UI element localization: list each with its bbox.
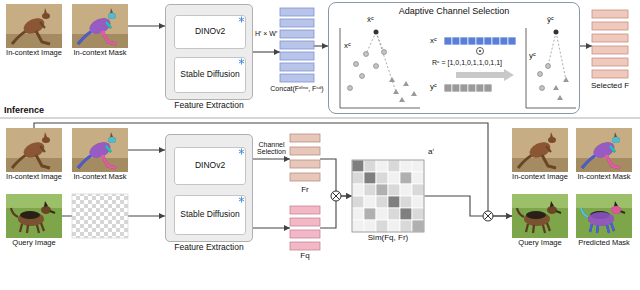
model-box: DINOv2 (174, 147, 246, 185)
feature-stack: Fq (290, 206, 320, 250)
extractor-fills (165, 4, 253, 242)
block-heading: Feature Extraction (126, 101, 292, 111)
module-title: Adaptive Channel Selection (329, 3, 579, 16)
model-name: Stable Diffusion (180, 210, 239, 220)
frozen-icon (239, 58, 244, 64)
math-label: yᶜ (529, 52, 536, 61)
image-caption: In-context Mask (32, 173, 168, 182)
model-box: Stable Diffusion (174, 57, 246, 93)
flow-arrow (314, 45, 328, 46)
flow-arrow (128, 149, 165, 150)
model-name: DINOv2 (195, 161, 225, 171)
feature-stack: Selected F (592, 10, 628, 80)
image-caption: Query Image (0, 239, 102, 248)
photo-tiles (6, 4, 632, 238)
feature-caption: Concat(Fᵈⁱⁿᵒ, Fˢᵈ) (240, 85, 354, 93)
dog-photo (512, 194, 568, 238)
dog-mask (576, 194, 632, 238)
block-heading: Feature Extraction (126, 243, 292, 253)
math-label: x̄ᶜ (367, 16, 374, 25)
image-tile: In-context Image (512, 128, 568, 172)
section-divider (0, 118, 640, 119)
feature-extractor-box: Feature ExtractionDINOv2Stable Diffusion (165, 134, 253, 242)
image-tile: In-context Mask (576, 128, 632, 172)
image-caption: In-context Mask (536, 173, 640, 182)
math-label: xᶜ (430, 37, 437, 46)
dog-photo (6, 194, 62, 238)
feature-stack: Concat(Fᵈⁱⁿᵒ, Fˢᵈ) (280, 8, 314, 84)
image-tile: Query Image (6, 194, 62, 238)
flow-arrow (253, 227, 290, 228)
flow-arrow (580, 45, 592, 46)
feature-stack: Fr (290, 134, 320, 184)
image-tile: In-context Mask (72, 128, 128, 172)
kangaroo-photo (512, 128, 568, 172)
image-tile: In-context Image (6, 4, 62, 48)
math-label: ȳᶜ (547, 16, 554, 25)
flow-arrow (424, 196, 512, 216)
model-name: DINOv2 (195, 27, 225, 37)
kangaroo-photo (6, 128, 62, 172)
model-box: DINOv2 (174, 15, 246, 49)
math-label: H′ × W′ (255, 30, 277, 38)
similarity-matrix: Sim(Fq, Fr) (352, 160, 424, 232)
section-label: Inference (4, 106, 44, 116)
image-tile: In-context Image (6, 128, 62, 172)
flow-arrow (128, 25, 165, 26)
frozen-icon (239, 148, 244, 154)
math-label: yᶜ (430, 83, 437, 92)
channel-selection-figure (340, 28, 576, 108)
image-caption: In-context Mask (32, 49, 168, 58)
image-tile: Query Image (512, 194, 568, 238)
feature-caption: Sim(Fq, Fr) (312, 233, 464, 242)
kangaroo-mask (72, 4, 128, 48)
model-name: Stable Diffusion (180, 70, 239, 80)
image-tile: Predicted Mask (576, 194, 632, 238)
model-box: Stable Diffusion (174, 195, 246, 235)
feature-bars (280, 8, 628, 250)
math-label: aⁱ (428, 148, 434, 157)
math-label: Rᶜ = [1,0,1,0,1,1,0,1,1] (432, 59, 502, 67)
similarity-grid (352, 160, 424, 232)
image-tile: In-context Mask (72, 4, 128, 48)
feature-caption: Fr (250, 185, 360, 194)
image-caption: Predicted Mask (536, 239, 640, 248)
kangaroo-photo (6, 4, 62, 48)
module-box: Adaptive Channel Selection (328, 2, 580, 114)
kangaroo-mask (72, 128, 128, 172)
flow-arrow (253, 51, 280, 52)
kangaroo-mask (576, 128, 632, 172)
empty-mask (72, 194, 128, 238)
feature-caption: Fq (250, 251, 360, 260)
edge-label: Channel Selection (255, 141, 289, 156)
feature-caption: Selected F (552, 81, 640, 90)
feature-extractor-box: Feature ExtractionDINOv2Stable Diffusion (165, 4, 253, 100)
frozen-icon (239, 196, 244, 202)
multiply-symbol (331, 191, 493, 221)
flow-arrow (253, 158, 290, 159)
frozen-icon (239, 16, 244, 22)
flow-arrow (320, 159, 352, 196)
math-label: xᶜ (344, 42, 351, 51)
